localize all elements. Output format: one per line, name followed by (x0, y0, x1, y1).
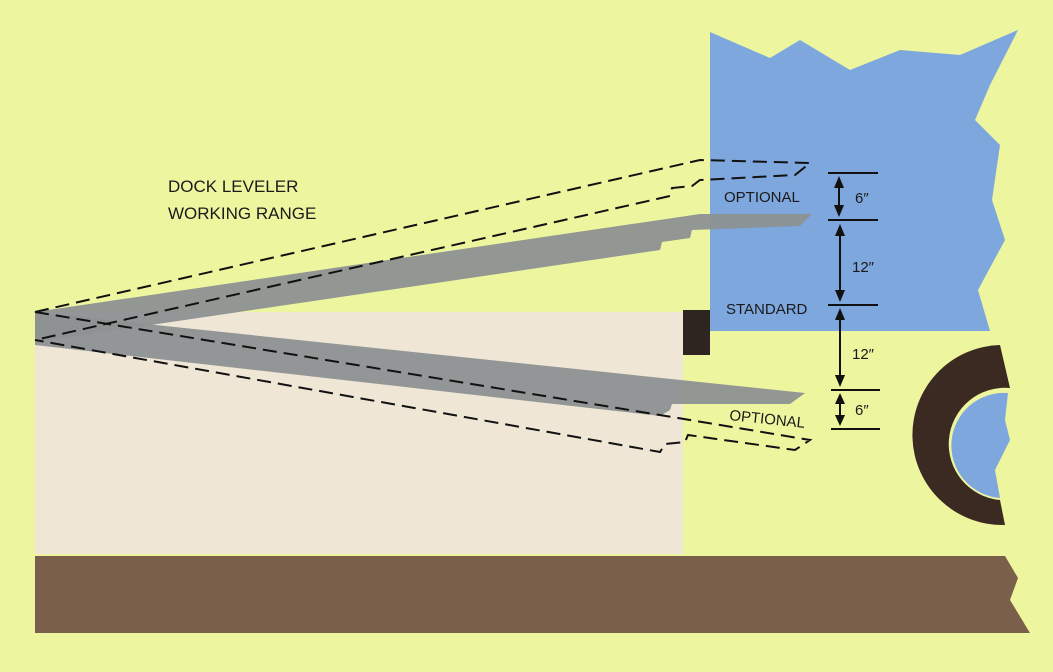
dimension-6in-lower: 6″ (855, 402, 869, 419)
dimension-12in-lower: 12″ (852, 346, 875, 363)
dimension-6in-upper: 6″ (855, 190, 869, 207)
title-line-1: DOCK LEVELER (168, 177, 298, 196)
leveler-lip-lowered (35, 312, 805, 416)
title-line-2: WORKING RANGE (168, 204, 316, 223)
dimension-lines (828, 172, 880, 430)
label-optional-upper: OPTIONAL (724, 189, 800, 206)
dimension-12in-upper: 12″ (852, 259, 875, 276)
truck-tire (912, 345, 1010, 526)
optional-range-lower-outline (34, 311, 813, 454)
dimension-arrowheads (834, 176, 845, 426)
optional-range-upper-outline (34, 158, 813, 341)
truck-body (710, 30, 1018, 331)
floor (35, 556, 1030, 633)
leveler-lip-raised (35, 214, 812, 342)
dock-bumper (683, 310, 710, 355)
label-standard: STANDARD (726, 301, 808, 318)
